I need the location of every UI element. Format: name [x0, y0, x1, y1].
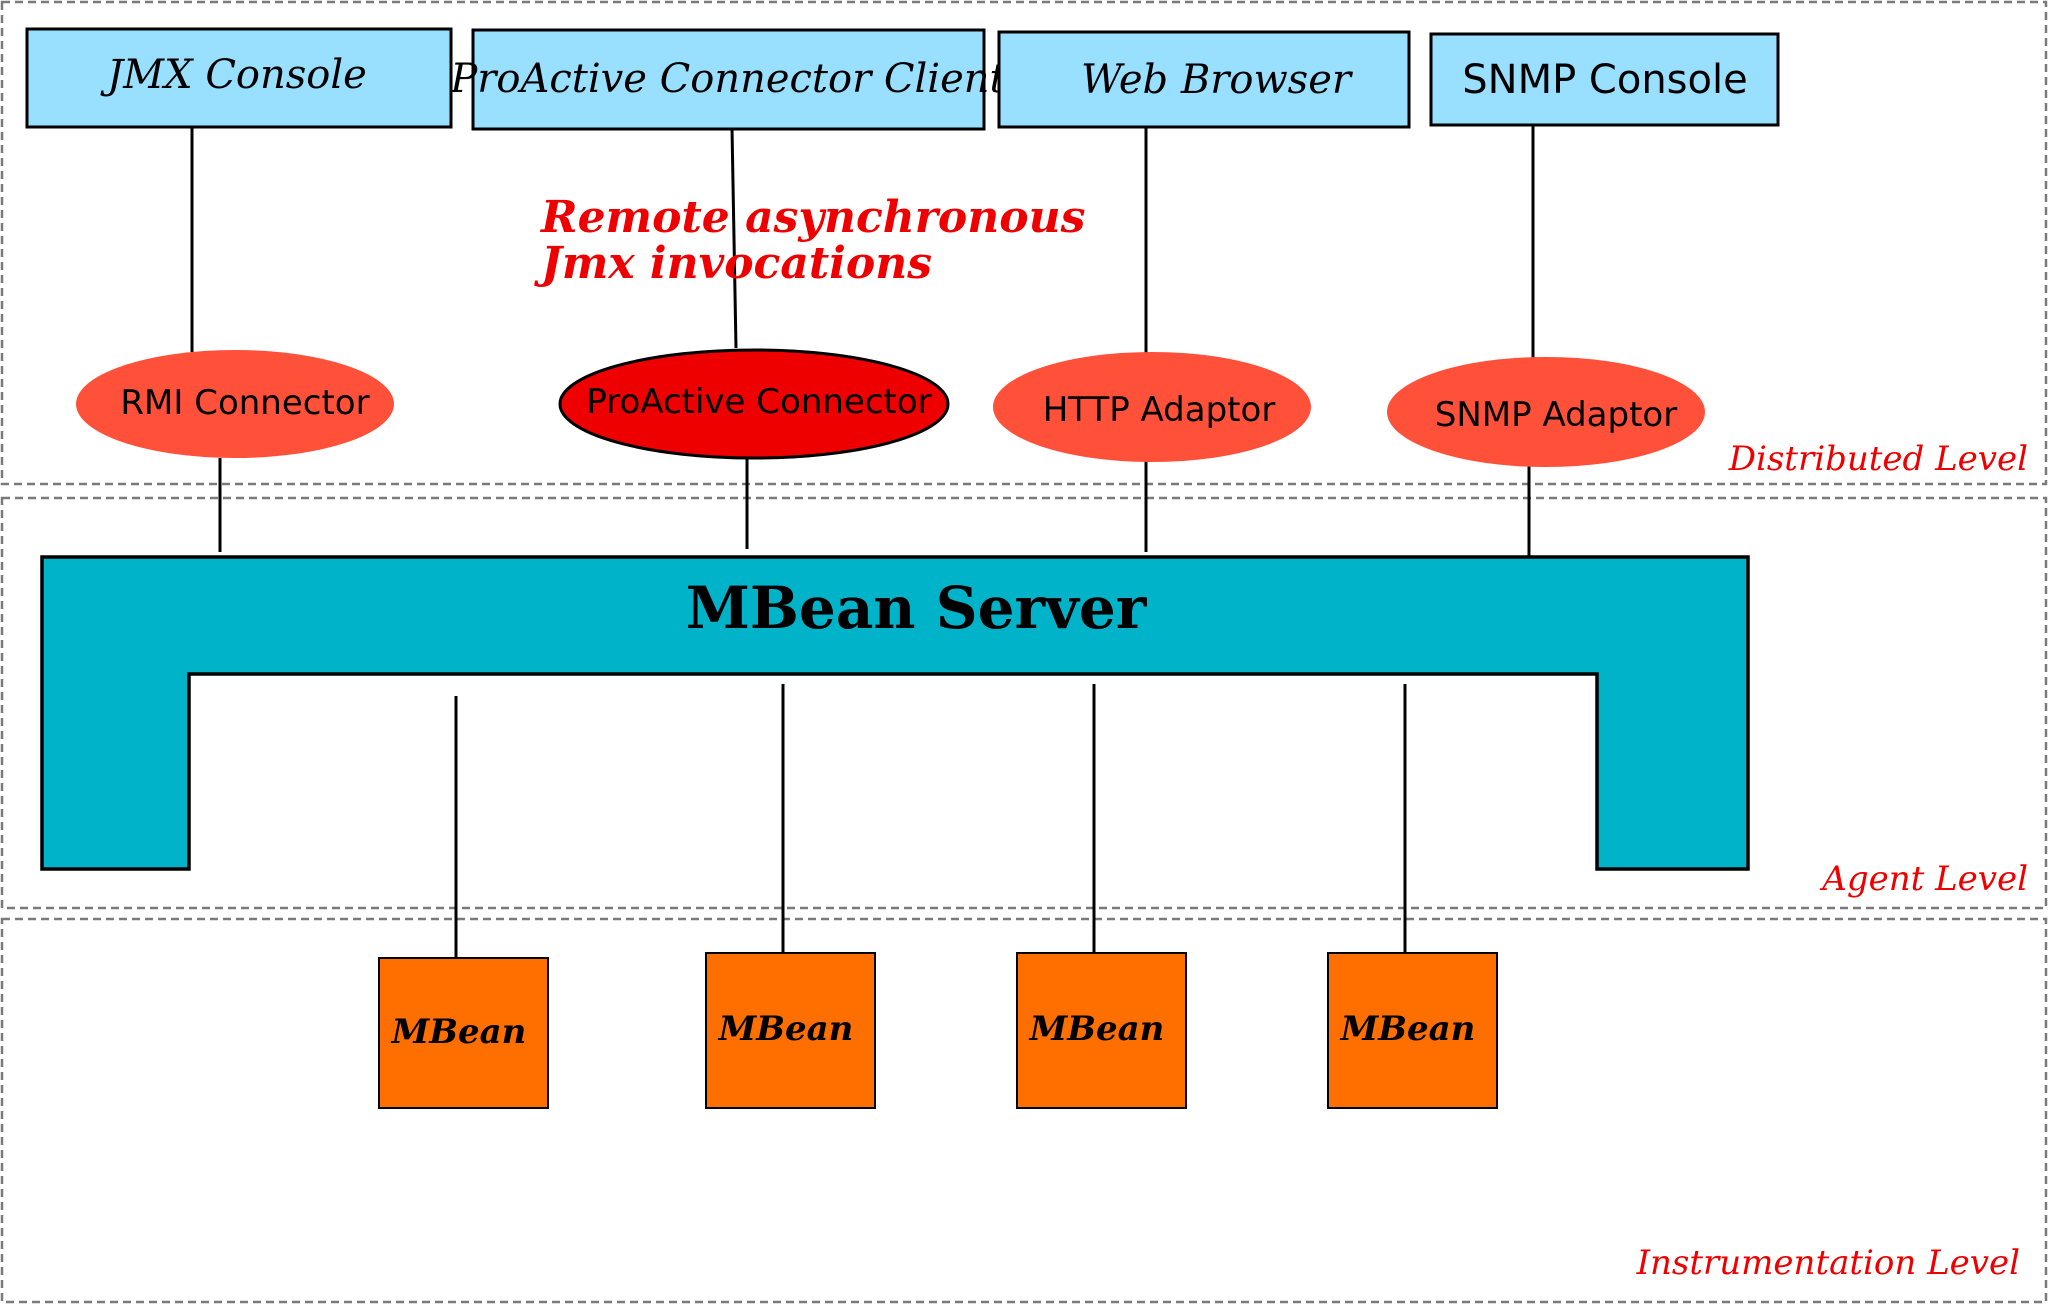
proactive-connector-client-rect [471, 28, 986, 131]
mbean-rect-2 [705, 952, 876, 1109]
snmp-adaptor-label: SNMP Adaptor [1435, 395, 1677, 435]
mbean-node-2: MBean [705, 952, 876, 1109]
proactive-connector-client-label: ProActive Connector Client [449, 56, 1006, 102]
jmx-console-label: JMX Console [100, 52, 367, 98]
proactive-connector-ellipse [558, 348, 950, 460]
instrumentation-level-region [0, 917, 2048, 1304]
proactive-connector-node: ProActive Connector [558, 348, 950, 460]
agent-level-label: Agent Level [1819, 859, 2028, 899]
line-proactive-client-to-connector [730, 127, 738, 349]
mbean-rect-1 [378, 957, 549, 1109]
mbean-rect-4 [1327, 952, 1498, 1109]
distributed-level-label: Distributed Level [1728, 439, 2028, 479]
web-browser-label: Web Browser [1081, 57, 1354, 103]
agent-level-region [0, 496, 2048, 910]
rmi-connector-label: RMI Connector [120, 383, 369, 423]
mbean-node-1: MBean [378, 957, 549, 1109]
http-adaptor-ellipse [993, 352, 1311, 462]
mbean-node-3: MBean [1016, 952, 1187, 1109]
instrumentation-level-label: Instrumentation Level [1636, 1243, 2020, 1283]
mbean-server-shape [40, 555, 1750, 871]
snmp-console-box: SNMP Console [1429, 32, 1780, 127]
mbean-label-1: MBean [391, 1012, 527, 1052]
rmi-connector-node: RMI Connector [76, 350, 394, 458]
remote-invocations-annotation-line1: Remote asynchronous [539, 192, 1085, 243]
mbean-node-4: MBean [1327, 952, 1498, 1109]
web-browser-box: Web Browser [997, 30, 1411, 129]
rmi-connector-ellipse [76, 350, 394, 458]
http-adaptor-node: HTTP Adaptor [993, 352, 1311, 462]
snmp-adaptor-ellipse [1387, 357, 1705, 467]
mbean-server: MBean Server [40, 555, 1750, 871]
mbean-rect-3 [1016, 952, 1187, 1109]
http-adaptor-label: HTTP Adaptor [1043, 390, 1276, 430]
distributed-level-region [0, 0, 2048, 486]
snmp-console-label: SNMP Console [1462, 57, 1747, 103]
proactive-connector-client-box: ProActive Connector Client [449, 28, 1007, 131]
mbean-label-4: MBean [1340, 1009, 1476, 1049]
mbean-server-label: MBean Server [686, 574, 1148, 642]
snmp-console-rect [1429, 32, 1780, 127]
mbean-label-3: MBean [1029, 1009, 1165, 1049]
mbean-label-2: MBean [718, 1009, 854, 1049]
web-browser-rect [997, 30, 1411, 129]
jmx-console-box: JMX Console [25, 27, 453, 129]
snmp-adaptor-node: SNMP Adaptor [1387, 357, 1705, 467]
jmx-console-rect [25, 27, 453, 129]
proactive-connector-label: ProActive Connector [586, 382, 931, 422]
remote-invocations-annotation-line2: Jmx invocations [534, 238, 932, 289]
